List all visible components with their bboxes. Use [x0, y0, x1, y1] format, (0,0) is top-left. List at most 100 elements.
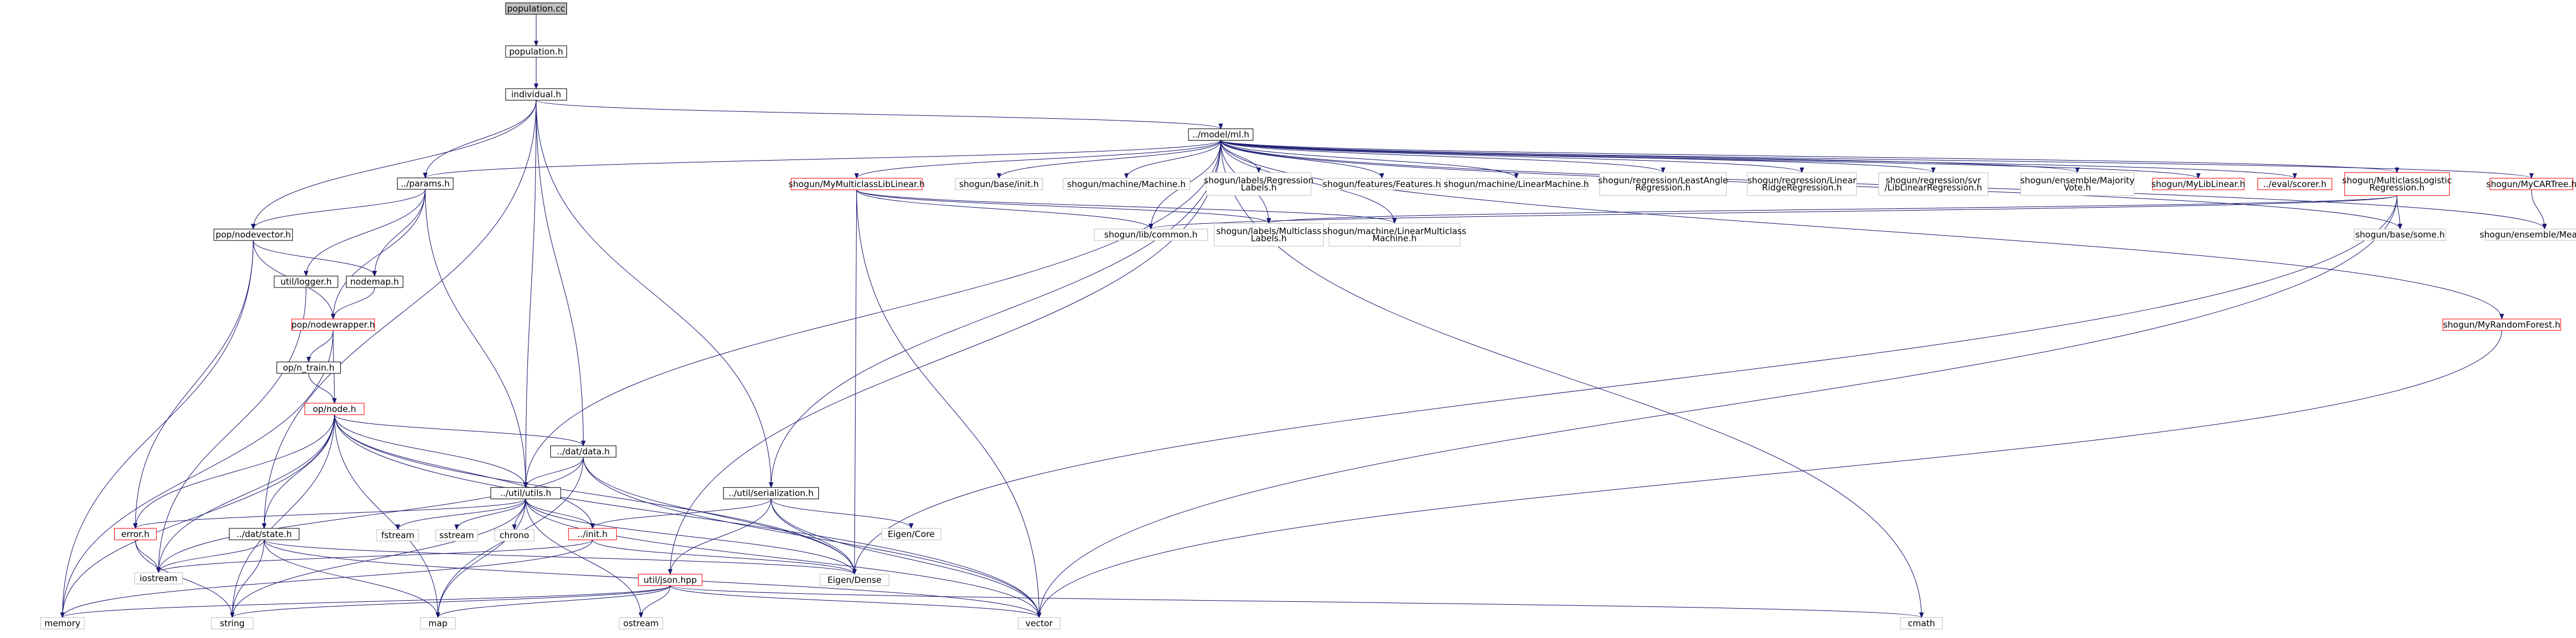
- node-label-memory: memory: [44, 618, 80, 628]
- edge-sg_mclogistic-to-vector: [1036, 195, 2398, 618]
- node-individual_h[interactable]: individual.h: [505, 88, 568, 101]
- node-dat_state_h[interactable]: ../dat/state.h: [228, 528, 300, 540]
- node-sg_svrlib: shogun/regression/svr/LibLinearRegressio…: [1878, 172, 1988, 196]
- node-sg_mymulticlasslib[interactable]: shogun/MyMulticlassLibLinear.h: [788, 178, 924, 190]
- node-label-sg_reglabels: Labels.h: [1241, 182, 1277, 193]
- node-population_h[interactable]: population.h: [505, 45, 568, 58]
- edge-dat_state_h-to-eigen_dense: [263, 539, 857, 575]
- node-util_logger_h[interactable]: util/logger.h: [274, 275, 339, 288]
- edge-json_hpp-to-map: [436, 585, 671, 618]
- node-box-sg_linmcmachine: [1328, 223, 1460, 247]
- edge-model_ml_h-to-util_utils_h: [523, 140, 1221, 488]
- node-box-sg_mymulticlasslib: [791, 178, 923, 190]
- edge-sg_mycart-to-sg_meanrule: [2531, 189, 2547, 230]
- node-sg_myrandomforest[interactable]: shogun/MyRandomForest.h: [2442, 318, 2561, 331]
- node-box-popnodewrapper_h: [291, 318, 375, 331]
- node-popnodewrapper_h[interactable]: pop/nodewrapper.h: [291, 318, 375, 331]
- node-label-iostream: iostream: [139, 573, 177, 583]
- edge-util_serialization_h-to-init_h: [590, 499, 772, 529]
- node-sg_mylibinear[interactable]: shogun/MyLibLinear.h: [2151, 178, 2245, 190]
- edge-popnodewrapper_h-to-opin_train_h: [306, 330, 334, 363]
- node-label-vector: vector: [1025, 618, 1053, 628]
- node-util_utils_h[interactable]: ../util/utils.h: [490, 487, 561, 500]
- node-memory: memory: [40, 617, 85, 629]
- node-label-sg_mclabels: shogun/labels/Multiclass: [1216, 226, 1321, 236]
- edge-popnodevector_h-to-error_h: [133, 240, 254, 529]
- node-label-sg_linmcmachine: Machine.h: [1373, 234, 1417, 244]
- node-box-eigen_core: [881, 528, 942, 540]
- node-opnode_h[interactable]: op/node.h: [304, 403, 365, 415]
- edge-dat_data_h-to-iostream: [156, 457, 584, 573]
- node-params_h[interactable]: ../params.h: [397, 177, 454, 190]
- node-init_h[interactable]: ../init.h: [568, 528, 617, 540]
- edge-opnode_h-to-eigen_dense: [334, 414, 857, 575]
- edge-sg_mclogistic-to-eigen_dense: [852, 195, 2398, 575]
- node-popnodevector_h[interactable]: pop/nodevector.h: [213, 228, 293, 241]
- node-sg_machine: shogun/machine/Machine.h: [1063, 178, 1190, 190]
- node-label-sg_myrandomforest: shogun/MyRandomForest.h: [2443, 320, 2560, 330]
- edge-params_h-to-nodemap_h: [372, 189, 426, 277]
- node-label-sg_features: shogun/features/Features.h: [1323, 179, 1441, 189]
- node-box-sg_leastangle: [1599, 172, 1727, 196]
- edge-dat_data_h-to-util_utils_h: [523, 457, 584, 488]
- node-dat_data_h[interactable]: ../dat/data.h: [550, 445, 617, 458]
- node-label-sg_linmcmachine: shogun/machine/LinearMulticlass: [1323, 226, 1466, 236]
- node-label-sg_svrlib: /LibLinearRegression.h: [1885, 182, 1982, 193]
- edge-params_h-to-util_logger_h: [304, 189, 426, 277]
- node-label-params_h: ../params.h: [401, 178, 449, 189]
- node-label-nodemap_h: nodemap.h: [350, 277, 399, 287]
- node-nodemap_h[interactable]: nodemap.h: [345, 275, 403, 288]
- node-eigen_core: Eigen/Core: [881, 528, 942, 540]
- node-label-popnodevector_h: pop/nodevector.h: [216, 229, 291, 240]
- node-label-model_ml_h: ../model/ml.h: [1192, 130, 1249, 140]
- node-opin_train_h[interactable]: op/n_train.h: [276, 361, 341, 374]
- node-label-sg_base_init: shogun/base/init.h: [959, 179, 1039, 189]
- node-util_serialization_h[interactable]: ../util/serialization.h: [723, 487, 819, 500]
- edge-opnode_h-to-map: [334, 414, 441, 618]
- edge-opnode_h-to-dat_state_h: [262, 414, 335, 529]
- edge-util_utils_h-to-string: [230, 499, 526, 618]
- node-box-util_serialization_h: [723, 487, 819, 500]
- node-box-individual_h: [505, 88, 568, 101]
- edge-dat_data_h-to-eigen_dense: [582, 457, 857, 575]
- edge-model_ml_h-to-sg_mycart: [1220, 140, 2534, 179]
- edge-json_hpp-to-cmath: [670, 585, 1924, 618]
- node-box-opin_train_h: [276, 361, 341, 374]
- node-box-population_cc: [505, 2, 568, 15]
- node-label-sg_majority: shogun/ensemble/Majority: [2021, 175, 2135, 185]
- node-eval_scorer[interactable]: ../eval/scorer.h: [2257, 178, 2333, 190]
- node-sg_mycart[interactable]: shogun/MyCARTree.h: [2486, 178, 2576, 190]
- edge-util_serialization_h-to-eigen_dense: [771, 499, 857, 575]
- node-vector: vector: [1017, 617, 1060, 629]
- node-box-params_h: [397, 177, 454, 190]
- node-sg_base_some: shogun/base/some.h: [2353, 228, 2446, 241]
- edge-individual_h-to-popnodevector_h: [251, 100, 537, 230]
- node-label-sg_linridge: shogun/regression/Linear: [1747, 175, 1857, 185]
- node-json_hpp[interactable]: util/json.hpp: [638, 574, 702, 586]
- node-box-string: [211, 617, 254, 629]
- edge-util_serialization_h-to-json_hpp: [667, 499, 772, 575]
- node-error_h[interactable]: error.h: [114, 528, 157, 540]
- edge-model_ml_h-to-sg_linearmachine: [1220, 140, 1519, 179]
- node-string: string: [211, 617, 254, 629]
- edge-sg_mclogistic-to-sg_base_some: [2396, 195, 2403, 230]
- edge-util_utils_h-to-error_h: [133, 499, 526, 529]
- edge-sg_myrandomforest-to-vector: [1036, 330, 2503, 618]
- node-box-sg_base_some: [2353, 228, 2446, 241]
- edge-opnode_h-to-memory: [60, 414, 335, 618]
- node-sstream: sstream: [435, 529, 478, 542]
- edge-nodemap_h-to-popnodewrapper_h: [331, 287, 375, 320]
- node-box-error_h: [114, 528, 157, 540]
- node-model_ml_h[interactable]: ../model/ml.h: [1188, 129, 1254, 141]
- edge-dat_state_h-to-iostream: [156, 539, 265, 573]
- edge-popnodevector_h-to-memory: [60, 240, 254, 618]
- node-label-sg_mclogistic: Regression.h: [2369, 182, 2425, 193]
- node-map: map: [420, 617, 456, 629]
- edge-util_logger_h-to-iostream: [156, 287, 306, 573]
- edge-model_ml_h-to-sg_mymulticlasslib: [854, 140, 1221, 179]
- node-label-population_h: population.h: [509, 46, 563, 57]
